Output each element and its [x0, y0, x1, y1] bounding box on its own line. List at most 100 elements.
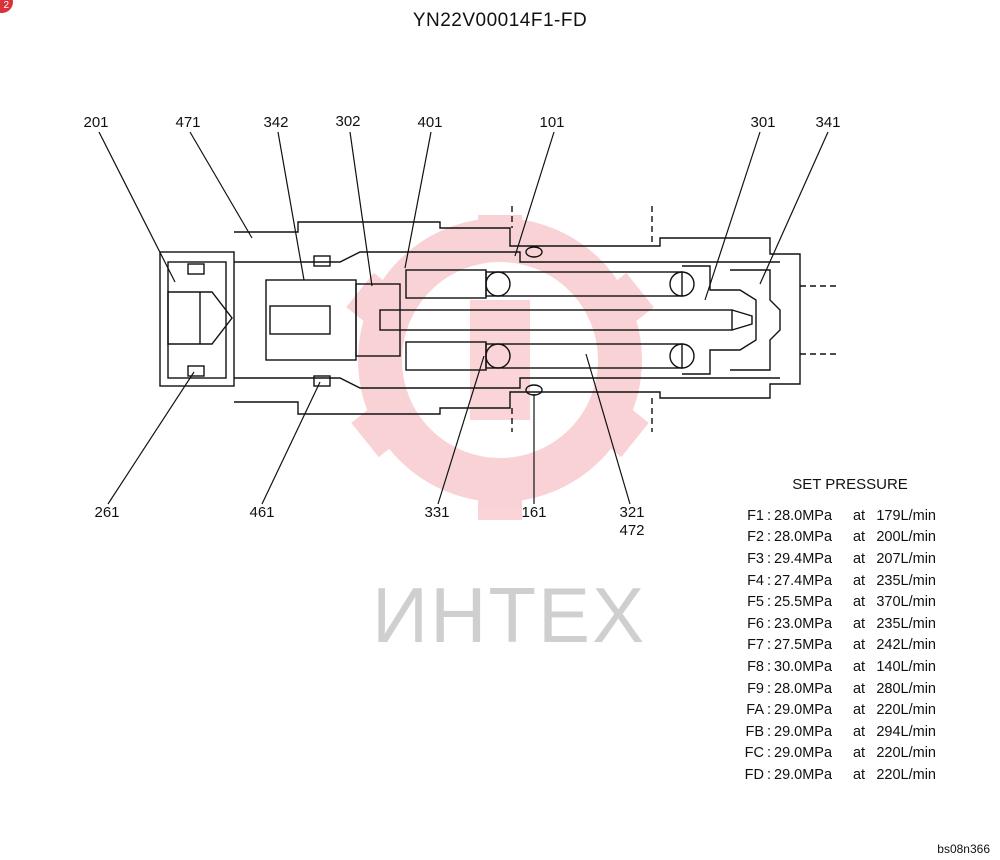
at-word: at	[852, 572, 866, 589]
port-id: F1	[747, 507, 764, 524]
separator: :	[766, 658, 772, 675]
pressure-value: 27.5MPa	[774, 637, 833, 654]
leader-341	[759, 131, 829, 285]
flow-value: 220L/min	[876, 702, 936, 719]
separator: :	[766, 550, 772, 567]
flow-value: 280L/min	[876, 680, 936, 697]
separator: :	[766, 529, 772, 546]
pressure-value: 29.0MPa	[774, 723, 833, 740]
at-word: at	[852, 723, 866, 740]
port-id: FA	[746, 702, 764, 719]
port-id: FD	[744, 766, 764, 783]
separator: :	[766, 766, 772, 783]
callout-101: 101	[539, 114, 565, 131]
callout-301: 301	[750, 114, 776, 131]
leader-101	[514, 131, 555, 257]
callout-342: 342	[263, 114, 289, 131]
leader-471	[189, 131, 253, 239]
page-number-badge: 2	[0, 0, 13, 13]
flow-value: 242L/min	[876, 637, 936, 654]
pressure-value: 23.0MPa	[774, 615, 833, 632]
at-word: at	[852, 766, 866, 783]
flow-value: 235L/min	[876, 615, 936, 632]
pressure-row-fa: FA:29.0MPa at 220L/min	[736, 699, 936, 721]
separator: :	[766, 572, 772, 589]
callout-461: 461	[249, 504, 275, 521]
at-word: at	[852, 594, 866, 611]
leader-461	[261, 381, 321, 505]
leader-201	[98, 131, 176, 283]
separator: :	[766, 723, 772, 740]
pressure-row-f8: F8:30.0MPa at 140L/min	[736, 656, 936, 678]
port-id: F7	[747, 637, 764, 654]
leader-321	[585, 353, 631, 505]
flow-value: 200L/min	[876, 529, 936, 546]
port-id: F9	[747, 680, 764, 697]
pressure-value: 29.0MPa	[774, 766, 833, 783]
leader-342	[277, 131, 305, 281]
port-id: F4	[747, 572, 764, 589]
pressure-value: 29.4MPa	[774, 550, 833, 567]
separator: :	[766, 637, 772, 654]
port-id: F8	[747, 658, 764, 675]
separator: :	[766, 745, 772, 762]
callout-401: 401	[417, 114, 443, 131]
leader-lines	[98, 131, 829, 505]
callout-341: 341	[815, 114, 841, 131]
leader-301	[704, 131, 761, 301]
callout-261: 261	[94, 504, 120, 521]
drawing-title: YN22V00014F1-FD	[412, 10, 588, 31]
at-word: at	[852, 702, 866, 719]
pressure-row-fb: FB:29.0MPa at 294L/min	[736, 721, 936, 743]
at-word: at	[852, 615, 866, 632]
flow-value: 370L/min	[876, 594, 936, 611]
port-id: F2	[747, 529, 764, 546]
at-word: at	[852, 637, 866, 654]
pressure-value: 29.0MPa	[774, 745, 833, 762]
valve-cross-section	[159, 206, 838, 432]
leader-331	[437, 355, 485, 505]
flow-value: 140L/min	[876, 658, 936, 675]
separator: :	[766, 594, 772, 611]
pressure-value: 29.0MPa	[774, 702, 833, 719]
callout-302: 302	[335, 113, 361, 130]
at-word: at	[852, 529, 866, 546]
separator: :	[766, 680, 772, 697]
port-id: FC	[744, 745, 764, 762]
callout-161: 161	[521, 504, 547, 521]
flow-value: 179L/min	[876, 507, 936, 524]
pressure-value: 28.0MPa	[774, 529, 833, 546]
pressure-value: 28.0MPa	[774, 680, 833, 697]
separator: :	[766, 507, 772, 524]
separator: :	[766, 702, 772, 719]
at-word: at	[852, 680, 866, 697]
leader-302	[349, 131, 373, 287]
callout-321: 321	[619, 504, 645, 521]
at-word: at	[852, 550, 866, 567]
pressure-value: 25.5MPa	[774, 594, 833, 611]
pressure-row-f7: F7:27.5MPa at 242L/min	[736, 635, 936, 657]
port-id: F6	[747, 615, 764, 632]
pressure-value: 30.0MPa	[774, 658, 833, 675]
leader-401	[404, 131, 432, 269]
flow-value: 294L/min	[876, 723, 936, 740]
at-word: at	[852, 658, 866, 675]
at-word: at	[852, 745, 866, 762]
flow-value: 207L/min	[876, 550, 936, 567]
set-pressure-heading: SET PRESSURE	[792, 476, 908, 493]
pressure-row-f3: F3:29.4MPa at 207L/min	[736, 548, 936, 570]
at-word: at	[852, 507, 866, 524]
port-id: F3	[747, 550, 764, 567]
drawing-reference-code: bs08n366	[937, 842, 990, 856]
port-id: FB	[745, 723, 764, 740]
pressure-row-f9: F9:28.0MPa at 280L/min	[736, 678, 936, 700]
pressure-row-f2: F2:28.0MPa at 200L/min	[736, 527, 936, 549]
callout-471: 471	[175, 114, 201, 131]
